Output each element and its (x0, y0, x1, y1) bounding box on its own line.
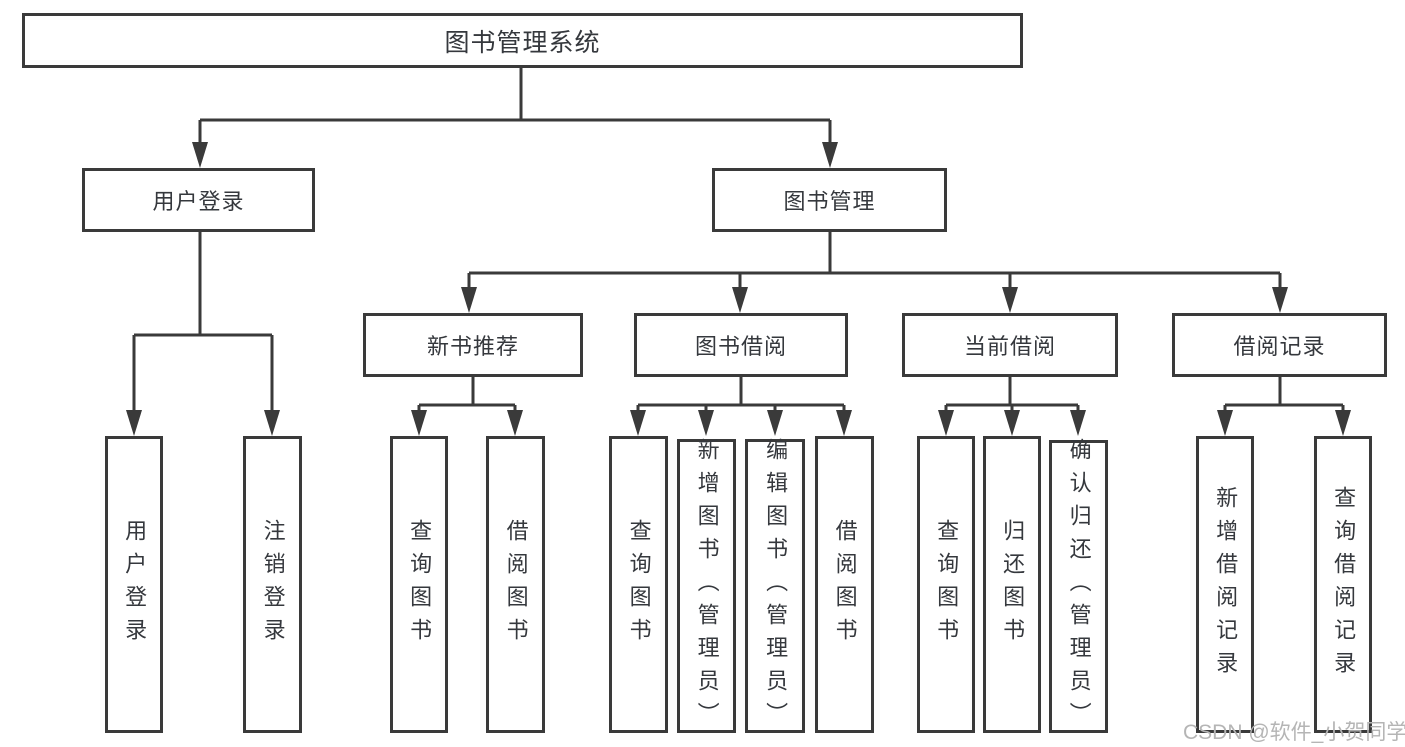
leaf-label: 借阅图书 (503, 518, 529, 651)
watermark: CSDN @软件_小贺同学 (1183, 721, 1405, 744)
node-root: 图书管理系统 (22, 13, 1023, 68)
leaf-borrow-book-recommend: 借阅图书 (486, 436, 545, 733)
leaf-add-borrow-record: 新增借阅记录 (1196, 436, 1254, 733)
leaf-label: 查询借阅记录 (1331, 485, 1357, 684)
node-user-login: 用户登录 (82, 168, 315, 232)
leaf-label: 新增借阅记录 (1213, 485, 1239, 684)
leaf-query-borrow-record: 查询借阅记录 (1314, 436, 1372, 733)
leaf-return-book: 归还图书 (983, 436, 1041, 733)
leaf-logout: 注销登录 (243, 436, 302, 733)
leaf-borrow-book: 借阅图书 (815, 436, 874, 733)
leaf-query-book-current: 查询图书 (917, 436, 975, 733)
node-new-book-recommend: 新书推荐 (363, 313, 583, 377)
node-book-borrow: 图书借阅 (634, 313, 848, 377)
leaf-confirm-return-admin: 确认归还（管理员） (1049, 438, 1108, 735)
leaf-label: 借阅图书 (832, 518, 858, 651)
leaf-label: 查询图书 (934, 518, 960, 651)
node-book-management: 图书管理 (712, 168, 947, 232)
leaf-query-book-borrow: 查询图书 (609, 436, 668, 733)
leaf-label: 确认归还（管理员） (1066, 438, 1092, 735)
leaf-label: 新增图书（管理员） (694, 437, 720, 735)
leaf-edit-book-admin: 编辑图书（管理员） (745, 437, 805, 735)
leaf-user-login: 用户登录 (105, 436, 163, 733)
node-current-borrow: 当前借阅 (902, 313, 1118, 377)
leaf-label: 注销登录 (260, 518, 286, 651)
leaf-label: 查询图书 (407, 518, 433, 651)
leaf-label: 归还图书 (1000, 518, 1026, 651)
leaf-label: 查询图书 (626, 518, 652, 651)
leaf-label: 编辑图书（管理员） (763, 437, 789, 735)
leaf-label: 用户登录 (122, 518, 148, 651)
leaf-query-book-recommend: 查询图书 (390, 436, 448, 733)
leaf-add-book-admin: 新增图书（管理员） (677, 437, 736, 735)
node-borrow-records: 借阅记录 (1172, 313, 1387, 377)
